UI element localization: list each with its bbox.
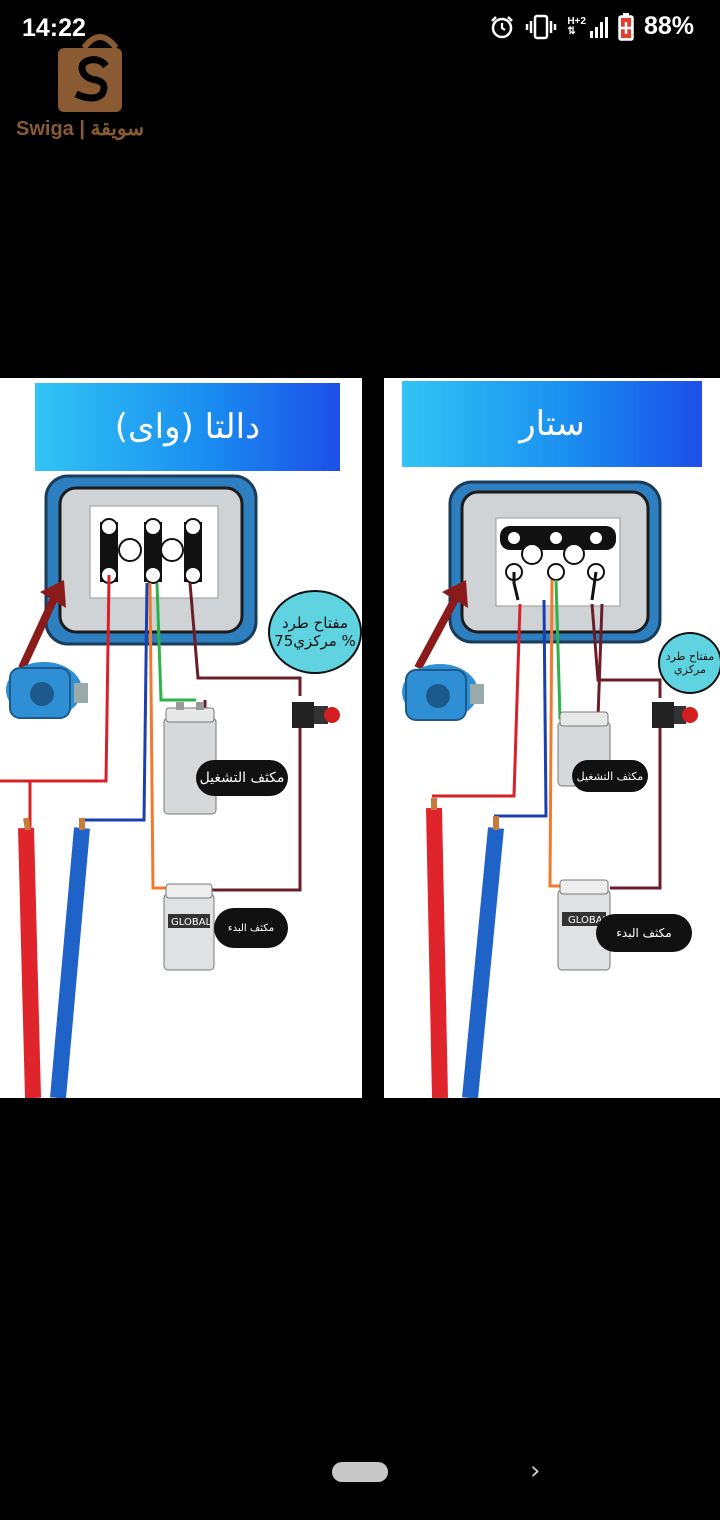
vibrate-icon [526,14,557,39]
battery-icon [618,12,634,41]
start-capacitor-drawing [163,883,215,971]
status-time: 14:22 [22,14,86,42]
delta-start-capacitor-label: مكثف البدء [214,908,288,948]
star-run-capacitor-label: مكثف التشغيل [572,760,648,792]
home-gesture-pill[interactable] [332,1462,388,1482]
shopping-bag-logo-icon [58,34,122,112]
star-title: ستار [519,404,585,444]
signal-icon [589,16,608,38]
wiring-diagram-image[interactable]: دالتا (واى) [0,378,720,1100]
battery-percent: 88% [643,12,694,40]
status-icons: H+2 ⇅ 88% [489,12,694,41]
star-title-banner: ستار [402,381,702,467]
start-capacitor-brand: GLOBAL [171,917,212,928]
chevron-right-icon[interactable]: › [530,1456,541,1486]
delta-title: دالتا (واى) [114,407,261,447]
star-diagram-panel: ستار [384,378,720,1098]
network-type: H+2 ⇅ [567,15,586,37]
delta-switch-label: مفتاح طرد مركزي75 % [268,590,362,674]
start-capacitor-brand: GLOBAL [568,915,609,926]
delta-run-capacitor-label: مكثف التشغيل [196,760,288,796]
alarm-icon [491,15,514,38]
start-capacitor-drawing [557,879,611,971]
status-bar: 14:22 H+2 ⇅ 88% [0,0,720,56]
motor-illustration [402,664,484,721]
run-capacitor-drawing [163,702,217,815]
star-switch-label: مفتاح طرد مركزي [658,632,720,694]
star-start-capacitor-label: مكثف البدء [596,914,692,952]
motor-illustration [6,662,88,719]
delta-title-banner: دالتا (واى) [35,383,340,471]
delta-diagram-panel: دالتا (واى) [0,378,362,1098]
delta-wiring-drawing: GLOBAL [0,474,340,1098]
star-wiring-drawing: GLOBAL [402,480,698,1098]
watermark-text: Swiga | سويقة [16,118,145,140]
swiga-watermark: Swiga | سويقة [14,32,174,144]
